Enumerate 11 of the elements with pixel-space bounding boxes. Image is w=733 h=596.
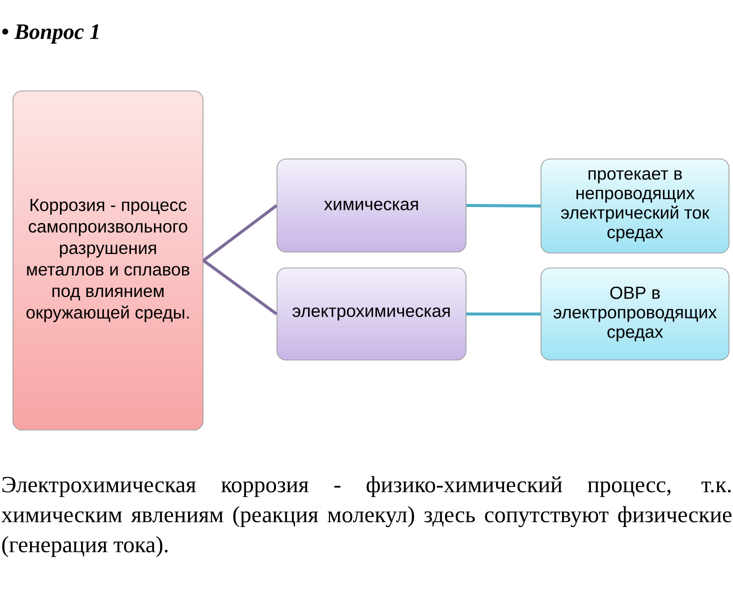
- connector-line: [202, 259, 278, 316]
- category-box: химическая: [276, 158, 466, 252]
- connector-line: [466, 312, 541, 316]
- connector-line: [466, 204, 541, 208]
- definition-box: Коррозия - процесс самопроизвольного разрушения металлов и сплавов под влиянием окружающей среды.: [12, 90, 204, 430]
- description-box: протекает в непроводящих электрический ток средах: [540, 158, 730, 254]
- paragraph: Электрохимическая коррозия - физико-химический процесс, т.к. химическим явлениям (реакция молекул) здесь сопутствуют физические (генерация тока).: [1, 476, 732, 558]
- description-box: ОВР в электропроводящих средах: [540, 268, 730, 360]
- heading: • Вопрос 1: [2, 24, 98, 44]
- category-box: электрохимическая: [276, 268, 466, 360]
- connector-line: [202, 204, 278, 262]
